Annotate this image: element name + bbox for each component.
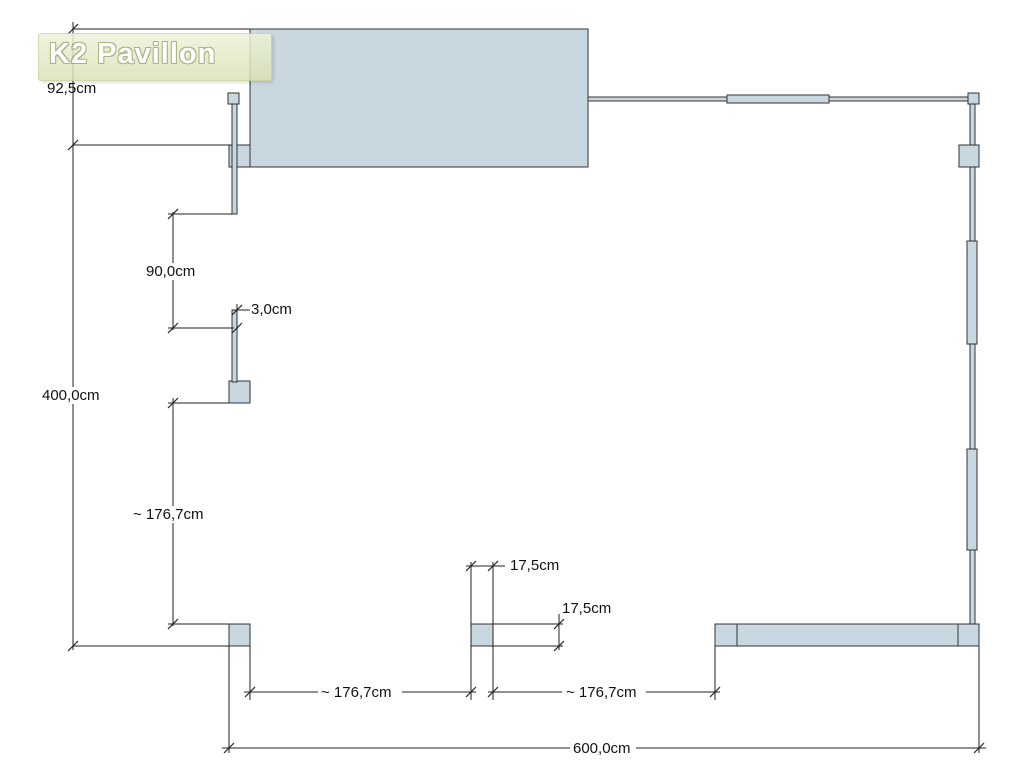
dim-left-segment: ~ 176,7cm [130,506,207,523]
left-rail-upper [231,103,238,215]
dim-top-offset: 92,5cm [47,80,97,97]
left-rail-lower [231,309,238,383]
bottom-right-rail [736,623,959,647]
corner-post-bottom-right [957,623,980,647]
bottom-right-post [714,623,738,647]
right-post-top [958,144,980,168]
dim-bottom-segment-1: ~ 176,7cm [318,684,395,701]
corner-post-bottom-left [228,623,251,647]
dim-opening-left: 90,0cm [143,263,199,280]
top-block [249,28,589,168]
right-window-2 [966,448,978,551]
dim-depth-total: 400,0cm [39,387,103,404]
logo-badge: K2 Pavillon [38,33,272,81]
top-right-cap [967,92,980,105]
dim-wall-thickness: 3,0cm [251,301,292,318]
dim-width-total: 600,0cm [570,740,634,757]
bottom-middle-post [470,623,494,647]
right-window-1 [966,240,978,345]
logo-text: K2 Pavillon [49,38,217,70]
left-post-middle [228,380,251,404]
dim-bottom-segment-2: ~ 176,7cm [563,684,640,701]
dim-post-depth: 17,5cm [562,600,612,617]
dim-post-width: 17,5cm [510,557,560,574]
top-left-cap [227,92,240,105]
top-window [726,94,830,104]
